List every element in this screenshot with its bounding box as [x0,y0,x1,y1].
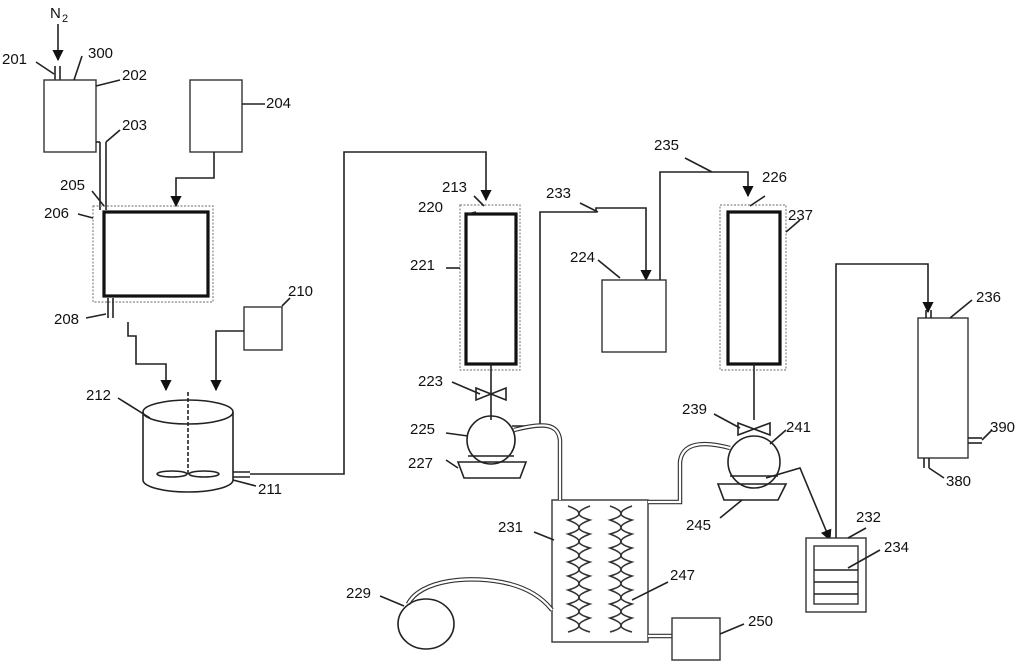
flask-241 [727,435,781,489]
label-231: 231 [498,519,523,536]
filter-206 [102,210,210,298]
label-241: 241 [786,419,811,436]
label-235: 235 [654,137,679,154]
valve-223 [475,386,507,402]
label-233: 233 [546,185,571,202]
label-390: 390 [990,419,1015,436]
label-234: 234 [884,539,909,556]
label-239: 239 [682,401,707,418]
flask-225 [466,415,516,465]
condenser-231 [551,499,649,643]
box-210 [243,306,283,351]
label-237: 237 [788,207,813,224]
label-203: 203 [122,117,147,134]
gas-subscript: 2 [62,13,68,25]
label-206: 206 [44,205,69,222]
mixing-vessel-212 [117,392,234,493]
label-227: 227 [408,455,433,472]
label-380: 380 [946,473,971,490]
label-232: 232 [856,509,881,526]
label-226: 226 [762,169,787,186]
label-212: 212 [86,387,111,404]
label-204: 204 [266,95,291,112]
label-300: 300 [88,45,113,62]
label-210: 210 [288,283,313,300]
label-213: 213 [442,179,467,196]
coil-right [607,505,635,633]
label-220: 220 [418,199,443,216]
tank-236 [917,317,969,459]
nitrogen-inlet: N 2 [50,5,68,80]
valve-239 [737,421,771,437]
label-211: 211 [258,481,282,498]
column-221 [464,212,518,366]
jacket-237 [719,204,787,371]
label-247: 247 [670,567,695,584]
box-250 [671,617,721,661]
coil-left [565,505,593,633]
column-226 [726,210,782,366]
label-250: 250 [748,613,773,630]
gas-label: N [50,5,61,22]
bulb-229 [397,598,455,650]
box-224 [601,279,667,353]
label-208: 208 [54,311,79,328]
label-202: 202 [122,67,147,84]
box-204 [189,79,243,153]
label-201: 201 [2,51,27,68]
label-223: 223 [418,373,443,390]
label-205: 205 [60,177,85,194]
reference-labels: 201 300 202 203 204 205 206 208 210 212 … [2,45,1015,630]
label-229: 229 [346,585,371,602]
label-224: 224 [570,249,595,266]
jacket-206 [92,205,214,303]
label-236: 236 [976,289,1001,306]
tank-202 [43,79,97,153]
label-245: 245 [686,517,711,534]
jacket-220 [459,204,521,371]
label-221: 221 [410,257,435,274]
label-225: 225 [410,421,435,438]
